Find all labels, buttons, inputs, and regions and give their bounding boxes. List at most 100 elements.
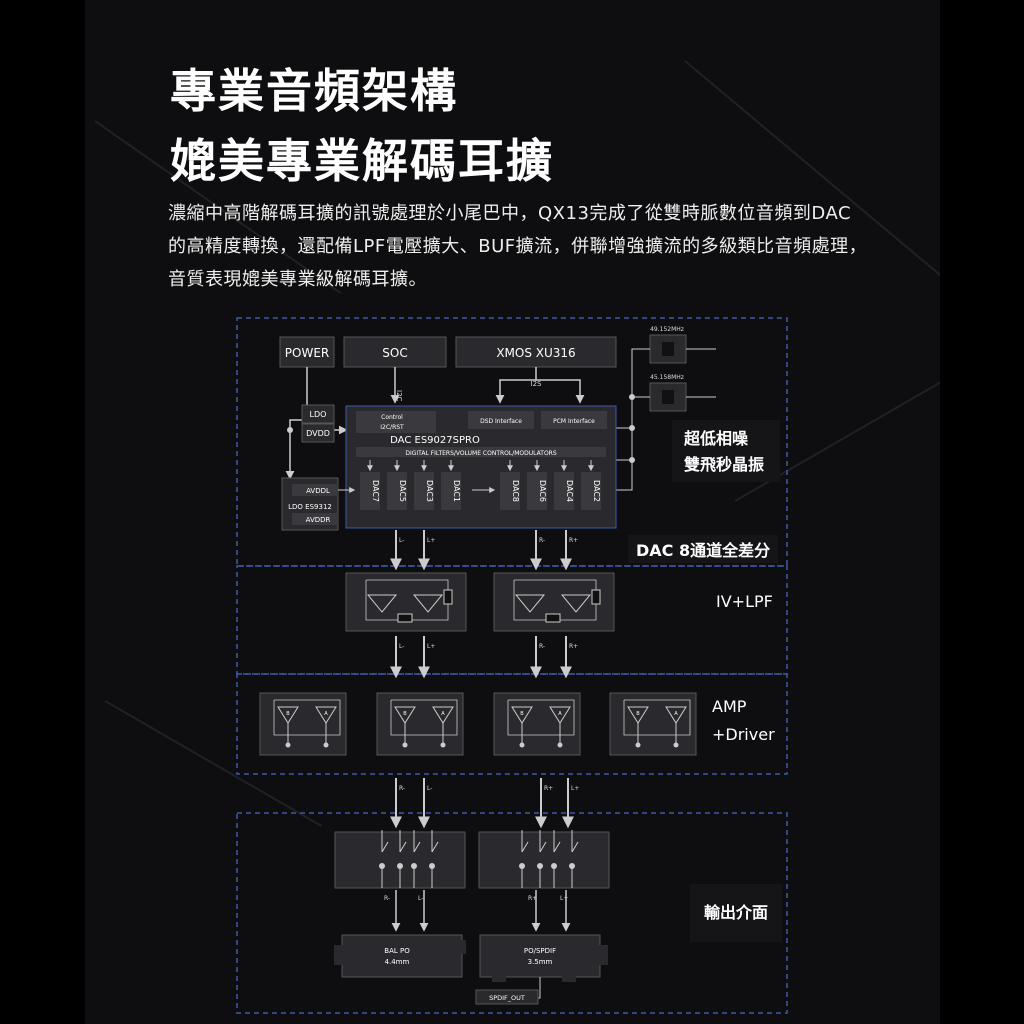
signal-label: R+ [569,537,578,544]
switch-symbol [521,841,529,853]
amp-label: AMP+Driver [712,697,775,744]
signal-label: L+ [427,643,435,650]
signal-label: L- [427,785,432,792]
switch-symbol [553,841,561,853]
amp-block [609,692,697,756]
svg-text:45.158MHz: 45.158MHz [650,374,684,381]
amp-symbol-label: B [636,711,640,717]
svg-text:I2S: I2S [531,380,543,388]
svg-text:SPDIF_OUT: SPDIF_OUT [489,994,525,1002]
amp-block [259,692,347,756]
signal-label: R- [539,537,545,544]
svg-text:POWER: POWER [285,346,329,360]
svg-text:DAC ES9027SPRO: DAC ES9027SPRO [390,435,480,446]
dac-channel-label: DAC8 [511,480,520,502]
ldo-box: LDO [301,404,335,424]
amp-symbol [511,706,533,724]
output-label: 輸出介面 [690,884,782,942]
dac-channel [527,472,547,510]
dac-channel-label: DAC2 [592,480,601,502]
amp-symbol-label: B [520,711,524,717]
dac-channel [581,472,601,510]
iv-lpf-stage [345,572,615,632]
svg-text:I2C/RST: I2C/RST [380,424,404,431]
dac-channel [441,472,461,510]
svg-text:DIGITAL FILTERS/VOLUME CONTROL: DIGITAL FILTERS/VOLUME CONTROL/MODULATOR… [405,450,556,457]
amp-symbol-label: A [674,711,678,717]
svg-text:LDO ES9312: LDO ES9312 [288,503,332,511]
iv-label: IV+LPF [716,592,773,611]
soc-box: SOC [343,336,447,368]
dac-left-channels: DAC7 DAC5 DAC3 DAC1 [360,460,461,510]
opamp-symbol [560,594,592,613]
amp-symbol [627,706,649,724]
dac-label: DAC 8通道全差分 [628,535,779,563]
switch-symbol [431,841,439,853]
dac-channel-label: DAC6 [538,480,547,502]
crystal-label: 超低相噪雙飛秒晶振 [672,420,780,482]
switch-symbol [399,841,407,853]
dac-chip: Control I2C/RST DSD Interface PCM Interf… [345,405,617,529]
amp-symbol [665,706,687,724]
dac-channel-label: DAC7 [371,480,380,502]
dac-channel-label: DAC3 [425,480,434,502]
amp-block [493,692,581,756]
opamp-symbol [514,594,546,613]
signal-label: R- [399,785,405,792]
signal-label: L- [399,537,404,544]
signal-label: R- [539,643,545,650]
amp-symbol [277,706,299,724]
svg-text:PCM Interface: PCM Interface [553,418,595,425]
title-line-1: 專業音頻架構 [170,64,458,118]
output-signal-label: R+ [528,895,537,902]
description-paragraph: 濃縮中高階解碼耳擴的訊號處理於小尾巴中，QX13完成了從雙時脈數位音頻到DAC的… [168,203,868,290]
svg-text:DVDD: DVDD [306,429,330,438]
svg-text:AVDDL: AVDDL [306,487,330,495]
clock-49: 49.152MHz [649,326,716,364]
signal-label: R+ [544,785,553,792]
amp-symbol [315,706,337,724]
title-line-2: 媲美專業解碼耳擴 [170,134,554,188]
output-signal-label: L+ [560,895,568,902]
dac-channel-label: DAC1 [452,480,461,502]
amp-symbol-label: B [403,711,407,717]
svg-text:I2C: I2C [395,390,403,402]
amp-symbol-label: A [558,711,562,717]
svg-text:SOC: SOC [382,346,407,360]
svg-text:BAL PO: BAL PO [384,947,410,955]
clock-45: 45.158MHz [649,374,716,412]
dac-channel [500,472,520,510]
switch-symbol [413,841,421,853]
switch-block [478,831,610,889]
svg-text:4.4mm: 4.4mm [385,958,410,966]
opamp-symbol [366,594,398,613]
switch-symbol [571,841,579,853]
amp-block [376,692,464,756]
amp-symbol [549,706,571,724]
output-signal-label: L- [418,895,423,902]
amp-symbol-label: A [441,711,445,717]
svg-text:49.152MHz: 49.152MHz [650,326,684,333]
svg-text:3.5mm: 3.5mm [528,958,553,966]
signal-label: L+ [571,785,579,792]
bal-po-jack: BAL PO 4.4mm [334,934,466,978]
signal-label: R+ [569,643,578,650]
output-switches: R-L-R+L+ [334,830,610,932]
dac-channel-label: DAC5 [398,480,407,502]
switch-symbol [539,841,547,853]
amp-symbol [432,706,454,724]
svg-text:AVDDR: AVDDR [306,516,331,524]
dac-channel [360,472,380,510]
amp-symbol [394,706,416,724]
dac-channel [414,472,434,510]
svg-text:LDO: LDO [310,410,327,419]
signal-label: L+ [427,537,435,544]
switch-symbol [381,841,389,853]
svg-text:XMOS XU316: XMOS XU316 [496,346,575,360]
signal-arrows: L-L-L+L+R-R-R+R+R-L-R+L+ [390,530,579,829]
amp-symbol-label: A [324,711,328,717]
svg-text:Control: Control [381,414,403,421]
